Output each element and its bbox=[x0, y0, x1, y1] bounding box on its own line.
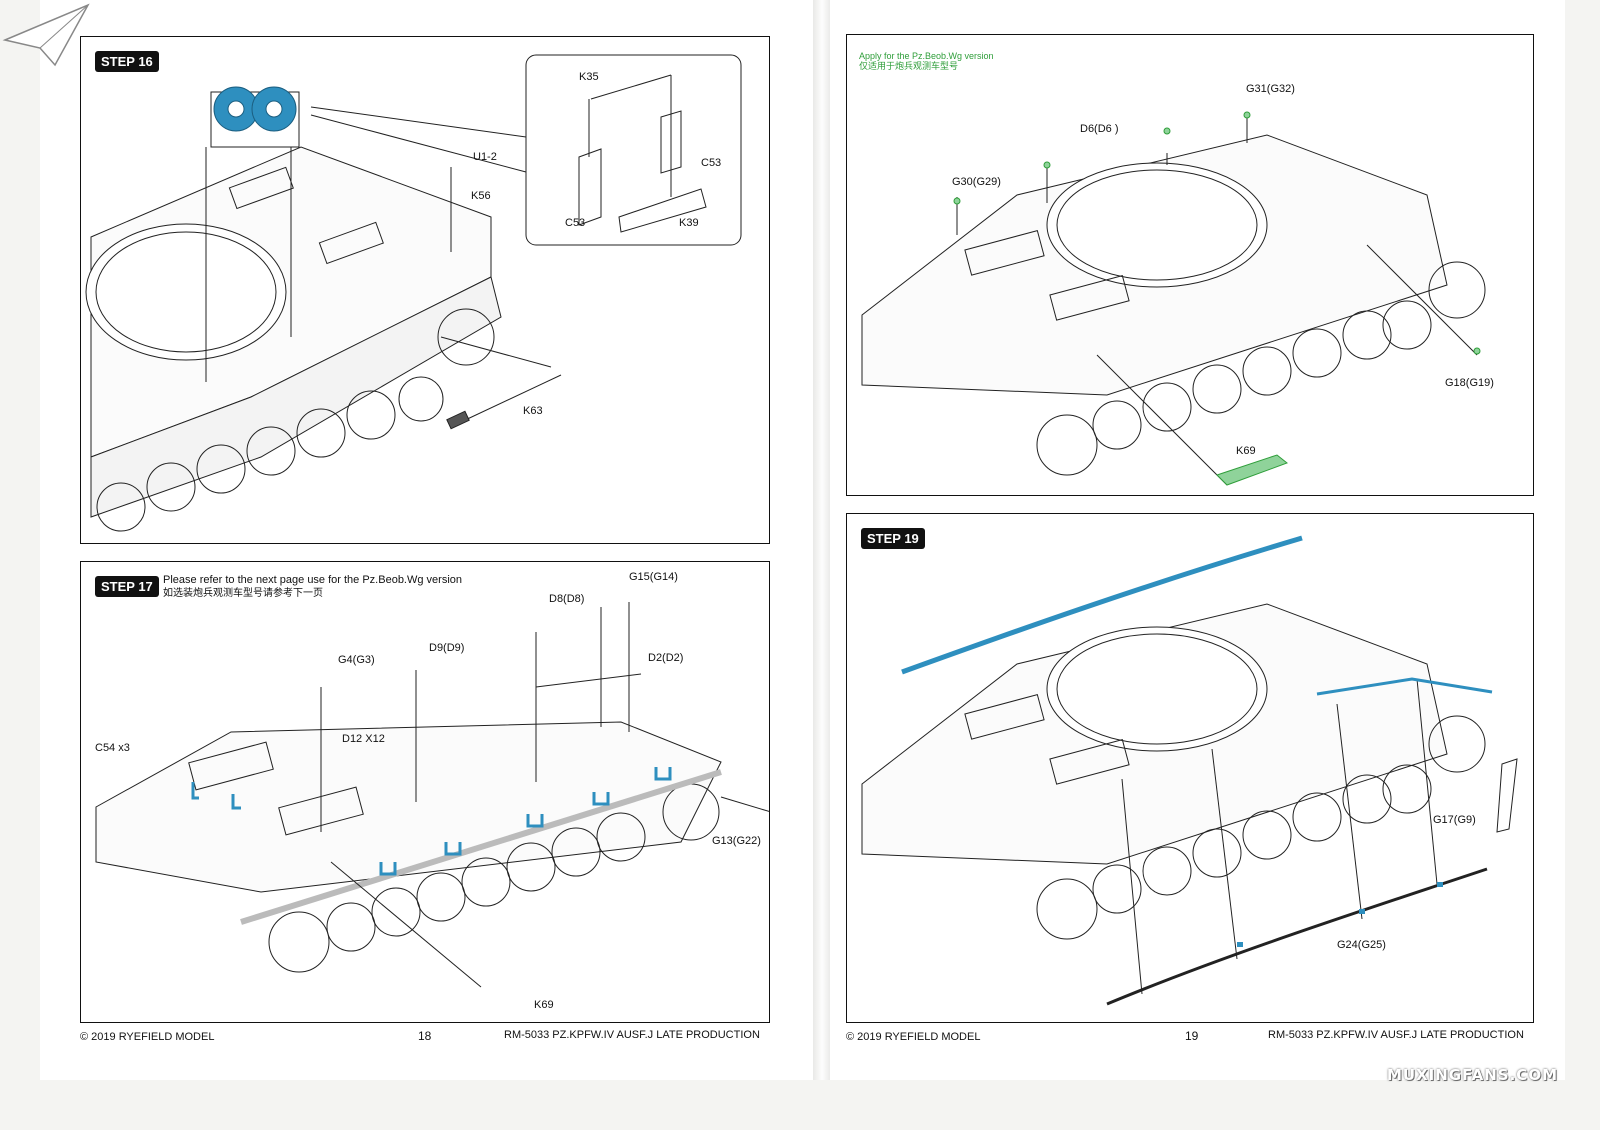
part-d12: D12 X12 bbox=[342, 733, 385, 745]
footer-page-number-left: 18 bbox=[418, 1029, 432, 1043]
part-d9: D9(D9) bbox=[429, 642, 465, 654]
part-g15: G15(G14) bbox=[629, 571, 678, 583]
part-k63: K63 bbox=[523, 405, 543, 417]
step-17-panel: STEP 17 Please refer to the next page us… bbox=[80, 561, 770, 1023]
step-18-panel: Apply for the Pz.Beob.Wg version 仅适用于炮兵观… bbox=[846, 34, 1534, 496]
part-g31: G31(G32) bbox=[1246, 83, 1295, 95]
part-k56: K56 bbox=[471, 190, 491, 202]
step-19-label: STEP 19 bbox=[861, 528, 925, 549]
watermark-text: MUXINGFANS.COM bbox=[1387, 1066, 1558, 1084]
part-g30: G30(G29) bbox=[952, 176, 1001, 188]
part-d8: D8(D8) bbox=[549, 593, 585, 605]
book-gutter bbox=[813, 0, 831, 1080]
part-c53-right: C53 bbox=[701, 157, 722, 169]
footer-product-left: RM-5033 PZ.KPFW.IV AUSF.J LATE PRODUCTIO… bbox=[504, 1029, 760, 1041]
part-g4: G4(G3) bbox=[338, 654, 375, 666]
part-d6: D6(D6 ) bbox=[1080, 123, 1119, 135]
step-16-label: STEP 16 bbox=[95, 51, 159, 72]
step-17-note-cn: 如选装炮兵观测车型号请参考下一页 bbox=[163, 588, 323, 599]
step-18-note-cn: 仅适用于炮兵观测车型号 bbox=[859, 62, 959, 72]
footer-copyright-right: © 2019 RYEFIELD MODEL bbox=[846, 1031, 981, 1043]
part-k69-right: K69 bbox=[1236, 445, 1256, 457]
footer-product-right: RM-5033 PZ.KPFW.IV AUSF.J LATE PRODUCTIO… bbox=[1268, 1029, 1524, 1041]
part-g13: G13(G22) bbox=[712, 835, 761, 847]
step-19-drawing bbox=[861, 535, 1518, 1006]
step-18-drawing bbox=[861, 111, 1486, 486]
step-17-label: STEP 17 bbox=[95, 576, 159, 597]
step-18-note: Apply for the Pz.Beob.Wg version 仅适用于炮兵观… bbox=[859, 51, 994, 73]
step-16-panel: STEP 16 K35 C53 C53 K39 U1-2 K56 K63 bbox=[80, 36, 770, 544]
step-17-note: Please refer to the next page use for th… bbox=[163, 574, 462, 600]
paper-plane-icon bbox=[2, 3, 90, 67]
footer-page-number-right: 19 bbox=[1185, 1029, 1199, 1043]
part-g24: G24(G25) bbox=[1337, 939, 1386, 951]
step-18-note-en: Apply for the Pz.Beob.Wg version bbox=[859, 51, 994, 61]
part-d2: D2(D2) bbox=[648, 652, 684, 664]
part-c54: C54 x3 bbox=[95, 742, 130, 754]
part-u1-2: U1-2 bbox=[473, 151, 497, 163]
part-k69-left: K69 bbox=[534, 999, 554, 1011]
part-k35: K35 bbox=[579, 71, 599, 83]
part-g18: G18(G19) bbox=[1445, 377, 1494, 389]
step-17-drawing bbox=[95, 602, 769, 988]
step-16-drawing bbox=[85, 54, 742, 532]
step-19-panel: STEP 19 G17(G9) G24(G25) bbox=[846, 513, 1534, 1023]
part-c53-left: C53 bbox=[565, 217, 586, 229]
footer-copyright-left: © 2019 RYEFIELD MODEL bbox=[80, 1031, 215, 1043]
step-17-note-en: Please refer to the next page use for th… bbox=[163, 574, 463, 586]
part-k39: K39 bbox=[679, 217, 699, 229]
part-g17: G17(G9) bbox=[1433, 814, 1476, 826]
